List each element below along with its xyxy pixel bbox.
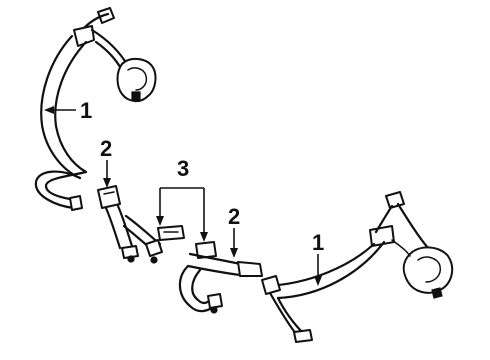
left-buckle-assembly (97, 185, 139, 263)
upper-left-lower-loop (34, 170, 82, 210)
lower-right-upper-anchor (385, 191, 405, 209)
right-buckle-latch (237, 261, 263, 277)
upper-left-retractor (116, 58, 157, 102)
lower-right-webbing-inner (276, 240, 386, 300)
lower-right-webbing-outer (264, 242, 376, 288)
right-buckle-assembly (178, 241, 263, 314)
left-buckle-head-slot (103, 191, 115, 195)
upper-left-belt-assembly (34, 7, 157, 211)
callout-1-lower-arrowhead (314, 276, 322, 286)
upper-left-lower-anchor (69, 195, 83, 211)
right-buckle-anchor (207, 293, 223, 309)
lower-right-webbing-to-anchor-b (396, 202, 430, 250)
lower-right-belt-assembly (261, 191, 454, 343)
upper-left-lower-loop-inner (44, 170, 88, 202)
upper-left-webbing-inner (54, 40, 88, 174)
callout-2-right-label: 2 (228, 204, 240, 229)
callout-3-center-arrowhead-left (156, 216, 164, 226)
callout-1-upper-arrowhead (44, 106, 54, 114)
right-buckle-loop-outer (178, 264, 216, 313)
left-buckle-head (97, 185, 121, 209)
upper-left-guide-loop (73, 25, 95, 47)
lower-right-end-bracket (293, 329, 313, 343)
center-buckle-anchor (145, 239, 163, 257)
lower-right-retractor (402, 246, 454, 294)
right-buckle-bolt (210, 306, 218, 314)
callout-2-right: 2 (228, 204, 240, 258)
left-buckle-anchor (121, 245, 139, 259)
callout-1-lower-label: 1 (312, 230, 324, 255)
callout-1-upper: 1 (44, 98, 92, 123)
lower-right-retractor-link (391, 239, 411, 257)
lower-right-webbing-to-anchor-a (374, 204, 394, 234)
upper-left-retractor-bolt (131, 91, 141, 101)
callout-2-left: 2 (100, 136, 112, 188)
callout-1-upper-label: 1 (80, 98, 92, 123)
callout-2-left-arrowhead (103, 178, 111, 188)
center-buckle-tongue (157, 225, 185, 241)
callout-2-right-arrowhead (230, 248, 238, 258)
right-buckle-head (195, 241, 217, 259)
center-buckle-bolt (150, 256, 158, 264)
upper-left-webbing-outer (40, 34, 82, 180)
callout-3-center-label: 3 (177, 156, 189, 181)
center-buckle-assembly (122, 214, 185, 264)
callout-1-lower: 1 (312, 230, 324, 286)
lower-right-tongue (261, 275, 281, 295)
lower-right-retractor-bolt (431, 287, 443, 299)
lower-right-retractor-detail (417, 256, 442, 283)
left-buckle-strap-a (104, 206, 122, 250)
callout-3-center: 3 (156, 156, 208, 242)
upper-left-anchor-strap (82, 12, 110, 30)
callout-3-center-arrowhead-right (200, 232, 208, 242)
upper-left-retractor-detail (127, 67, 148, 91)
left-buckle-bolt (127, 255, 135, 263)
callout-2-left-label: 2 (100, 136, 112, 161)
upper-left-webbing-to-retractor-a (90, 28, 130, 68)
